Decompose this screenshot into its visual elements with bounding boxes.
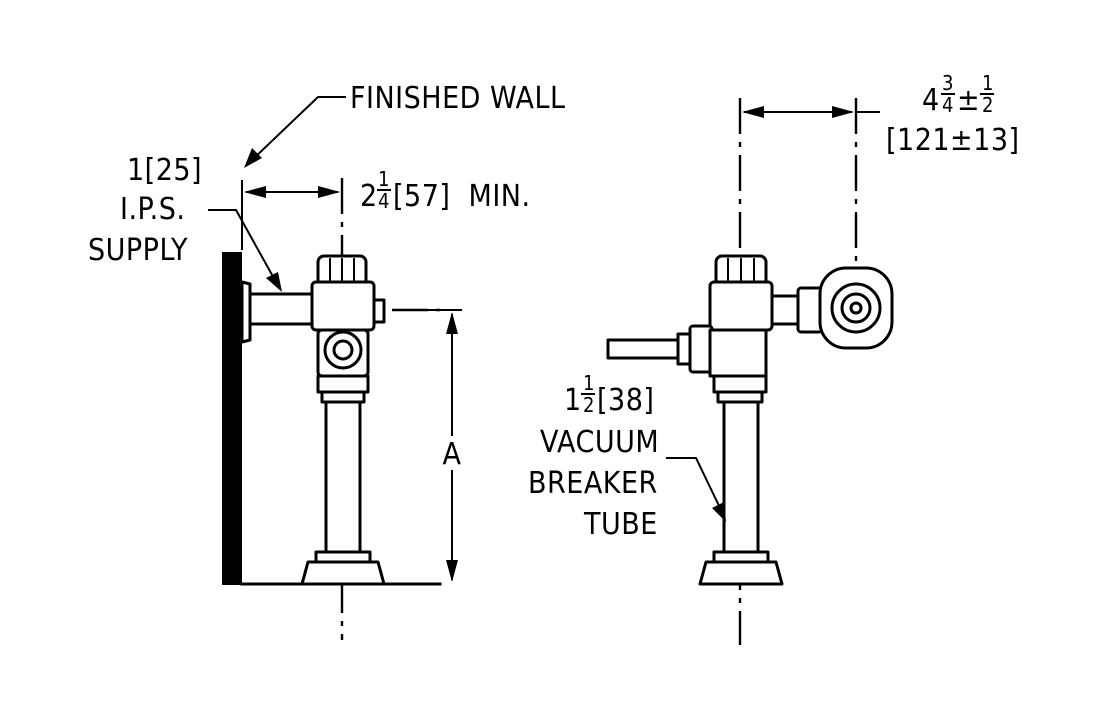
finished-wall-label: FINISHED WALL <box>350 81 566 116</box>
min-dim-rest: [57] MIN. <box>393 179 531 214</box>
side-tube <box>324 400 362 554</box>
supply-size-label: 1[25] <box>127 153 202 188</box>
stop-cap-inner <box>849 301 863 315</box>
handle-dim-den: 4 <box>942 93 953 117</box>
breaker-label: BREAKER <box>528 466 658 501</box>
dim-a-label: A <box>443 437 462 472</box>
valve-cap-flutes <box>329 258 355 284</box>
dim-a-arrow-bottom <box>446 560 458 582</box>
handle-dim-pm: ± <box>957 83 980 118</box>
handle-dim-metric: [121±13] <box>886 123 1020 158</box>
stop-stub <box>770 294 800 326</box>
tube-leader-arrow <box>712 502 726 522</box>
handle-lever <box>606 338 680 360</box>
front-valve-body <box>708 280 774 332</box>
tube-size-rest: [38] <box>597 383 654 418</box>
stop-nut <box>372 298 386 324</box>
escutcheon <box>240 280 252 344</box>
min-dim-arrow-left <box>244 186 266 198</box>
tube-size-num: 1 <box>583 371 594 395</box>
dim-a-arrow-top <box>446 312 458 334</box>
handle-hub-inner <box>332 339 354 361</box>
front-tube <box>722 400 760 554</box>
tube-size-whole: 1 <box>564 383 582 418</box>
tube-label: TUBE <box>583 507 658 542</box>
front-cap-flutes <box>727 258 755 284</box>
tube-size-den: 2 <box>583 393 594 417</box>
stop-coupling <box>796 286 824 334</box>
handle-dim-tol-den: 2 <box>982 93 993 117</box>
ips-label: I.P.S. <box>120 192 185 227</box>
handle-dim-num: 3 <box>942 71 953 95</box>
finished-wall-leader <box>251 96 346 161</box>
supply-pipe <box>248 292 316 326</box>
supply-label: SUPPLY <box>88 233 188 268</box>
tube-leader <box>666 457 723 513</box>
side-view: A 2 1 4 [57] MIN. FINISHED WALL 1[25] I.… <box>88 81 566 640</box>
coupling-upper <box>316 374 370 394</box>
handle-dim-arrow-right <box>832 106 854 118</box>
handle-dim-tol-num: 1 <box>982 71 993 95</box>
min-dim-arrow-right <box>318 186 340 198</box>
valve-body <box>310 280 376 332</box>
handle-dim-whole: 4 <box>922 83 940 118</box>
handle-collar <box>676 332 692 366</box>
front-spud-flange <box>698 560 784 586</box>
supply-leader-arrow <box>266 272 282 292</box>
finished-wall-arrow <box>244 148 262 168</box>
min-dim-den: 4 <box>378 189 389 213</box>
front-lower-body <box>708 328 768 378</box>
handle-dim-arrow-left <box>742 106 764 118</box>
vacuum-label: VACUUM <box>540 425 659 460</box>
min-dim-num: 1 <box>378 167 389 191</box>
min-dim-whole: 2 <box>360 179 378 214</box>
spud-flange <box>300 560 386 586</box>
front-view: 4 3 4 ± 1 2 [121±13] 1 1 2 [38] VACUUM B… <box>528 71 1020 645</box>
front-coupling-upper <box>712 374 768 394</box>
supply-leader <box>208 209 277 283</box>
finished-wall <box>222 252 242 585</box>
